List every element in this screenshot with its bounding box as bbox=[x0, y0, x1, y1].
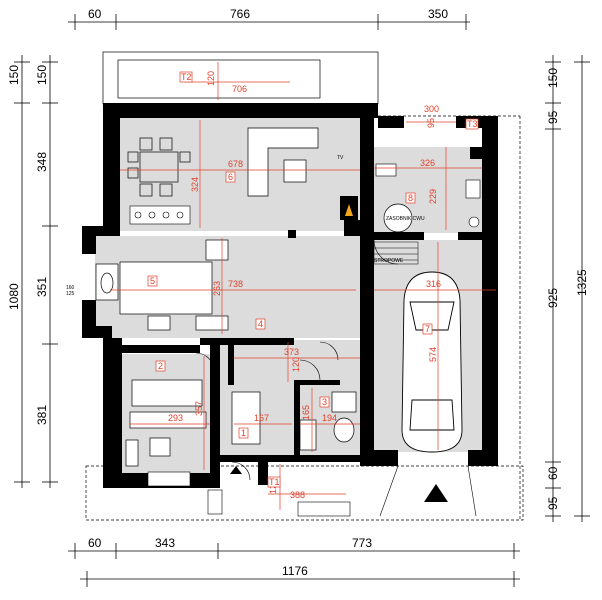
terrace-outlines bbox=[85, 51, 524, 521]
left-dimension-lines bbox=[14, 55, 58, 488]
room-number-boxes bbox=[147, 71, 479, 488]
dim-terrace-120: 120 bbox=[206, 71, 216, 86]
bottom-dim-1176: 1176 bbox=[282, 564, 308, 578]
left-inner-348: 348 bbox=[35, 152, 49, 172]
boiler-label: ZASOBNIK CWU bbox=[386, 216, 425, 222]
bottom-dim-343: 343 bbox=[155, 536, 175, 550]
room-number-6: 6 bbox=[228, 172, 233, 182]
utility-fixtures bbox=[375, 163, 481, 228]
dim-garage-574: 574 bbox=[428, 347, 438, 362]
dining-table bbox=[127, 137, 191, 197]
door-swings bbox=[195, 239, 399, 481]
garage-entrance-arrow-icon bbox=[424, 484, 448, 502]
room-number-8: 8 bbox=[408, 193, 413, 203]
left-inner-351: 351 bbox=[35, 277, 49, 297]
room-dim-lines bbox=[110, 62, 496, 510]
entrance-arrow-icon bbox=[230, 466, 242, 474]
dim-small-95: 95 bbox=[426, 118, 436, 128]
top-dim-766: 766 bbox=[230, 7, 250, 21]
fireplace bbox=[340, 196, 358, 220]
right-dimension-lines bbox=[545, 55, 590, 522]
right-inner-95b: 95 bbox=[546, 496, 560, 510]
dim-bath-167: 167 bbox=[254, 413, 269, 423]
top-dimension-line bbox=[68, 14, 470, 30]
dim-wc-165: 165 bbox=[301, 405, 311, 420]
window-label-125: 125 bbox=[66, 291, 75, 297]
garage-driveway-lines bbox=[379, 465, 477, 517]
boiler: ZASOBNIK CWU bbox=[383, 203, 425, 233]
room-number-2: 2 bbox=[158, 361, 163, 371]
bottom-dim-773: 773 bbox=[352, 536, 372, 550]
bottom-dimension-lines bbox=[68, 543, 520, 587]
left-outer-1080: 1080 bbox=[7, 283, 21, 310]
dim-utility-229: 229 bbox=[428, 189, 438, 204]
dim-kitchen-738: 738 bbox=[228, 279, 243, 289]
kitchen-island bbox=[95, 239, 229, 331]
dim-living-324: 324 bbox=[190, 177, 200, 192]
dim-wc-194: 194 bbox=[322, 413, 337, 423]
dim-terrace-706: 706 bbox=[232, 84, 247, 94]
top-dim-350: 350 bbox=[428, 7, 448, 21]
room-number-t3: T3 bbox=[467, 119, 478, 129]
dim-bed-357: 357 bbox=[194, 401, 204, 416]
car-icon bbox=[401, 271, 463, 453]
right-inner-95: 95 bbox=[546, 110, 560, 124]
right-inner-150: 150 bbox=[546, 68, 560, 88]
plant-boxes bbox=[147, 471, 351, 517]
sofa bbox=[247, 127, 319, 197]
left-inner-150: 150 bbox=[35, 65, 49, 85]
room-number-5: 5 bbox=[150, 276, 155, 286]
room-number-4: 4 bbox=[258, 319, 263, 329]
bottom-dim-60: 60 bbox=[88, 536, 102, 550]
room-number-t1: T1 bbox=[269, 477, 280, 487]
dim-hall-373: 373 bbox=[284, 347, 299, 357]
dim-hall-120: 120 bbox=[291, 357, 301, 372]
dim-entry-388: 388 bbox=[290, 490, 305, 500]
dim-garage-316: 316 bbox=[426, 279, 441, 289]
dim-utility-326: 326 bbox=[420, 158, 435, 168]
dim-living-678: 678 bbox=[228, 159, 243, 169]
dim-small-300: 300 bbox=[424, 104, 439, 114]
window-label-160: 160 bbox=[66, 285, 75, 291]
room-number-7: 7 bbox=[425, 324, 430, 334]
room-number-1: 1 bbox=[241, 428, 246, 438]
right-inner-60: 60 bbox=[546, 466, 560, 480]
tv-label: TV bbox=[337, 155, 344, 161]
right-outer-1325: 1325 bbox=[575, 269, 589, 296]
left-inner-381: 381 bbox=[35, 405, 49, 425]
dim-bed-293: 293 bbox=[168, 413, 183, 423]
stair-label: STROPOWE bbox=[374, 258, 404, 264]
walls bbox=[82, 103, 498, 488]
room-number-3: 3 bbox=[322, 397, 327, 407]
right-inner-925: 925 bbox=[546, 288, 560, 308]
kitchen-stove-top bbox=[129, 205, 191, 225]
left-outer-150: 150 bbox=[7, 65, 21, 85]
dim-kitchen-263: 263 bbox=[212, 281, 222, 296]
room-number-t2: T2 bbox=[181, 72, 192, 82]
top-dim-60: 60 bbox=[88, 7, 102, 21]
